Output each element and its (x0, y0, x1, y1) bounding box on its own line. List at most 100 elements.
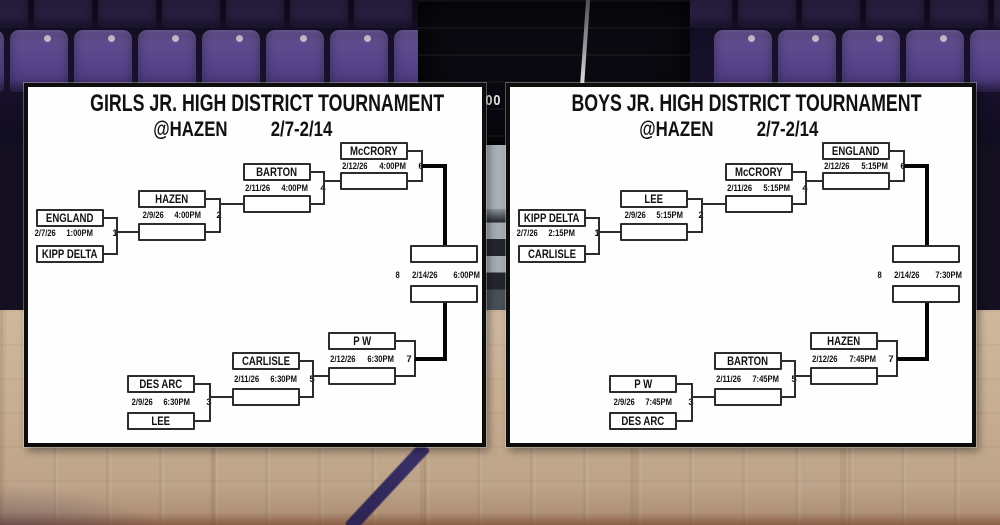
connector-line (782, 396, 796, 398)
team-box: KIPP DELTA (518, 209, 586, 227)
game-date: 2/11/26 (727, 183, 753, 194)
connector-line-thick (422, 164, 447, 168)
game-date: 2/11/26 (245, 183, 271, 194)
empty-slot (822, 172, 890, 190)
connector-line (210, 396, 233, 398)
final-slot (892, 285, 960, 303)
team-box: HAZEN (138, 190, 206, 208)
connector-line (396, 375, 416, 377)
connector-line (396, 340, 416, 342)
game-date: 2/14/26 (412, 270, 438, 281)
team-name: CARLISLE (528, 247, 576, 261)
game-time: 7:30PM (935, 270, 962, 281)
final-slot (892, 245, 960, 263)
team-name: ENGLAND (46, 211, 94, 225)
girls-title-text: GIRLS JR. HIGH DISTRICT TOURNAMENT (90, 90, 445, 117)
connector-line (688, 198, 703, 200)
connector-line (220, 203, 244, 205)
connector-line (206, 198, 221, 200)
game-time: 5:15PM (861, 161, 888, 172)
game-time: 7:45PM (645, 397, 673, 408)
connector-line-thick (925, 164, 929, 245)
connector-line (702, 203, 726, 205)
boys-bracket-diagram: KIPP DELTA CARLISLE LEE McCRORY ENGLAND P W DE… (510, 87, 972, 443)
game-schedule: 2/12/26 4:00PM (340, 161, 408, 172)
boys-title-text: BOYS JR. HIGH DISTRICT TOURNAMENT (571, 90, 922, 117)
team-box: LEE (620, 190, 688, 208)
team-name: LEE (644, 192, 664, 206)
team-name: BARTON (256, 165, 298, 179)
connector-line (890, 150, 905, 152)
game-time: 4:00PM (379, 161, 406, 172)
team-name: P W (634, 377, 652, 391)
connector-line (117, 231, 139, 233)
connector-line (878, 375, 898, 377)
connector-line-thick (415, 357, 447, 361)
team-box: BARTON (714, 352, 782, 370)
connector-line (209, 383, 211, 422)
connector-line (793, 203, 807, 205)
team-box: ENGLAND (822, 142, 890, 160)
team-name: KIPP DELTA (42, 247, 98, 261)
team-name: DES ARC (621, 414, 665, 428)
game-number: 5 (305, 374, 319, 385)
team-box: P W (609, 375, 677, 393)
connector-line (688, 231, 703, 233)
team-box: P W (328, 332, 396, 350)
boys-dates-text: 2/7-2/14 (756, 118, 819, 141)
empty-slot (232, 388, 300, 406)
team-name: HAZEN (827, 334, 861, 348)
game-time: 6:30PM (163, 397, 191, 408)
game-time: 2:15PM (548, 228, 576, 239)
game-number: 7 (406, 354, 412, 365)
game-time: 4:00PM (281, 183, 309, 194)
team-box: CARLISLE (232, 352, 300, 370)
connector-line (324, 180, 341, 182)
game-number: 7 (888, 354, 894, 365)
game-number: 2 (694, 210, 708, 221)
game-time: 1:00PM (66, 228, 94, 239)
connector-line (677, 383, 693, 385)
empty-slot (328, 367, 396, 385)
team-box: CARLISLE (518, 245, 586, 263)
team-box: BARTON (243, 163, 311, 181)
game-date: 2/12/26 (342, 161, 368, 172)
game-schedule: 2/12/26 5:15PM (822, 161, 890, 172)
team-name: ENGLAND (832, 144, 880, 158)
game-date: 2/12/26 (824, 161, 850, 172)
game-number: 6 (414, 161, 428, 172)
connector-line (805, 171, 807, 205)
connector-line (795, 375, 811, 377)
boys-bracket-subtitle: @HAZEN 2/7-2/14 (510, 118, 972, 142)
connector-line (586, 253, 600, 255)
boys-bracket-title: BOYS JR. HIGH DISTRICT TOURNAMENT (510, 90, 972, 118)
connector-line (793, 171, 807, 173)
connector-line (116, 217, 118, 255)
game-time: 6:00PM (453, 270, 480, 281)
team-box: HAZEN (810, 332, 878, 350)
empty-slot (138, 223, 206, 241)
game-time: 4:00PM (174, 210, 202, 221)
connector-line (300, 396, 314, 398)
connector-line (195, 383, 211, 385)
team-box: DES ARC (609, 412, 677, 430)
team-box: McCRORY (725, 163, 793, 181)
boys-venue-text: @HAZEN (639, 118, 714, 141)
connector-line (598, 217, 600, 255)
connector-line (806, 180, 823, 182)
game-time: 7:45PM (849, 354, 876, 365)
connector-line (890, 180, 905, 182)
game-number: 4 (798, 183, 812, 194)
team-name: KIPP DELTA (524, 211, 580, 225)
